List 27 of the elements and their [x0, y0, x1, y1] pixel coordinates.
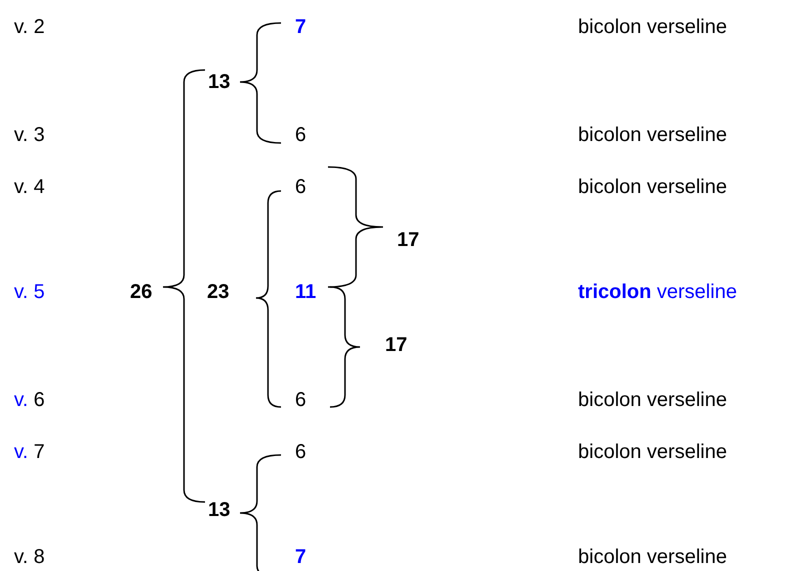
group-total: 23: [207, 280, 230, 304]
group-total: 13: [208, 70, 230, 94]
verse-type-label: bicolon verseline: [578, 440, 727, 464]
verse-number: v. 5: [14, 280, 45, 304]
verse-number: v. 2: [14, 15, 45, 39]
verse-number: v. 7: [14, 440, 45, 464]
word-count: 6: [295, 123, 306, 147]
word-count: 6: [295, 388, 306, 412]
verse-type-label: bicolon verseline: [578, 388, 727, 412]
word-count: 11: [295, 280, 316, 304]
word-count: 6: [295, 175, 306, 199]
verse-type-label: bicolon verseline: [578, 123, 727, 147]
verse-type-label: tricolon verseline: [578, 280, 737, 304]
group-total: 26: [130, 280, 152, 304]
verse-number: v. 3: [14, 123, 45, 147]
verse-number: v. 6: [14, 388, 45, 412]
word-count: 6: [295, 440, 306, 464]
verse-number: v. 8: [14, 545, 45, 569]
group-total: 17: [385, 333, 408, 357]
word-count: 7: [295, 545, 306, 569]
verse-type-label: bicolon verseline: [578, 545, 727, 569]
verse-number: v. 4: [14, 175, 45, 199]
verse-type-label: bicolon verseline: [578, 15, 727, 39]
word-count: 7: [295, 15, 306, 39]
group-total: 13: [208, 498, 230, 522]
verse-type-label: bicolon verseline: [578, 175, 727, 199]
group-total: 17: [397, 228, 420, 252]
